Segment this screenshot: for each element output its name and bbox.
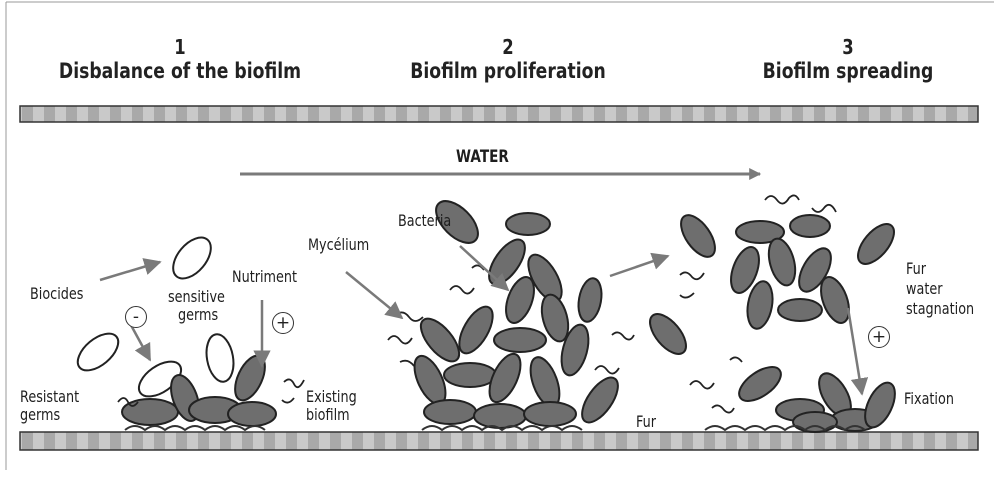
bacterium [575, 276, 604, 323]
bacterium [506, 213, 550, 235]
filament [612, 332, 634, 339]
stage-2-number: 2 [393, 36, 623, 58]
existing-biofilm-label-1: Existing [306, 388, 357, 406]
fur-water-stagnation-label-2: water [906, 280, 942, 298]
bacterium [793, 412, 837, 432]
plus-symbol-nutriment: + [272, 312, 294, 334]
bacterium [228, 402, 276, 426]
biocides-label: Biocides [30, 285, 83, 303]
filament [595, 366, 619, 374]
sensitive-germ [203, 332, 237, 384]
sensitive-germ [166, 231, 218, 286]
filament [680, 272, 704, 279]
bacteria-label: Bacteria [398, 212, 451, 230]
filament [282, 398, 294, 403]
stage-1-title: Disbalance of the biofilm [57, 58, 303, 84]
bacterium [474, 404, 526, 428]
water-label: WATER [456, 148, 509, 166]
bacterium [229, 351, 271, 405]
sensitive-germs-label-1: sensitive [168, 288, 225, 306]
stage-1-number: 1 [57, 36, 303, 58]
fur-label: Fur [636, 413, 656, 431]
bacterium [444, 363, 496, 387]
nutriment-label: Nutriment [232, 268, 297, 286]
stage-2-header: 2 Biofilm proliferation [393, 36, 623, 84]
filament [765, 195, 799, 203]
filament [680, 293, 694, 298]
fur-water-stagnation-label-1: Fur [906, 260, 926, 278]
bacterium [851, 218, 900, 270]
stage-2-artwork [346, 194, 668, 430]
bacterium [494, 328, 546, 352]
flow-arrow [346, 272, 402, 318]
minus-symbol: - [125, 306, 147, 328]
filament [690, 381, 714, 389]
existing-biofilm-label-2: biofilm [306, 406, 350, 424]
bacterium [674, 209, 721, 262]
sensitive-germ [71, 327, 124, 378]
mycelium-label: Mycélium [308, 236, 369, 254]
resistant-germs-label-1: Resistant [20, 388, 79, 406]
bacterium [778, 299, 822, 321]
flow-arrow [848, 308, 862, 394]
bacterium [764, 236, 800, 289]
stage-2-title: Biofilm proliferation [393, 58, 623, 84]
bottom-pipe-wall [20, 432, 978, 450]
filament [730, 357, 742, 362]
bacterium [790, 215, 830, 237]
filament [388, 336, 412, 344]
top-pipe-wall [20, 106, 978, 122]
stage-3-title: Biofilm spreading [741, 58, 954, 84]
stage-3-number: 3 [741, 36, 954, 58]
fixation-label: Fixation [904, 390, 954, 408]
filament [400, 361, 414, 366]
sensitive-germs-label-2: germs [178, 306, 218, 324]
bacterium [575, 372, 624, 428]
bacterium [122, 399, 178, 425]
stage-1-artwork [71, 231, 304, 430]
flow-arrow [610, 256, 668, 276]
bacterium [643, 308, 692, 360]
filament [812, 205, 836, 212]
filament [125, 426, 265, 430]
flow-arrow [100, 262, 160, 280]
bacterium [733, 360, 786, 407]
fur-water-stagnation-label-3: stagnation [906, 300, 974, 318]
bacterium [453, 301, 500, 358]
stage-1-header: 1 Disbalance of the biofilm [57, 36, 303, 84]
filament [712, 405, 734, 412]
filament [450, 286, 474, 294]
plus-symbol-fixation: + [868, 326, 890, 348]
stage-3-artwork [643, 195, 901, 432]
bacterium [524, 402, 576, 426]
stage-3-header: 3 Biofilm spreading [741, 36, 954, 84]
resistant-germs-label-2: germs [20, 406, 60, 424]
filament [284, 379, 304, 387]
bacterium [424, 400, 476, 424]
